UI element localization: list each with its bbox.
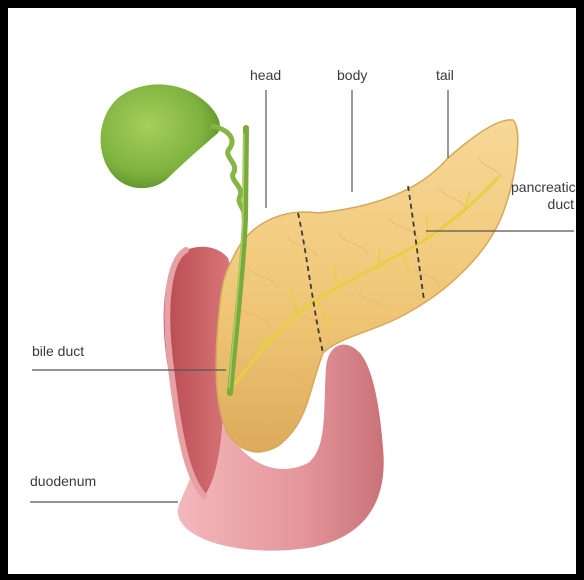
label-tail: tail <box>436 67 454 84</box>
label-bile-duct: bile duct <box>32 343 84 360</box>
diagram-frame: head body tail pancreatic duct bile duct… <box>8 8 576 574</box>
gallbladder <box>101 84 220 188</box>
label-pancreatic-line2: duct <box>511 196 574 213</box>
label-duodenum: duodenum <box>30 473 96 490</box>
label-pancreatic-duct: pancreatic duct <box>511 179 574 213</box>
label-pancreatic-line1: pancreatic <box>511 179 576 195</box>
label-head: head <box>250 67 281 84</box>
label-body: body <box>337 67 367 84</box>
cystic-duct <box>213 126 244 218</box>
